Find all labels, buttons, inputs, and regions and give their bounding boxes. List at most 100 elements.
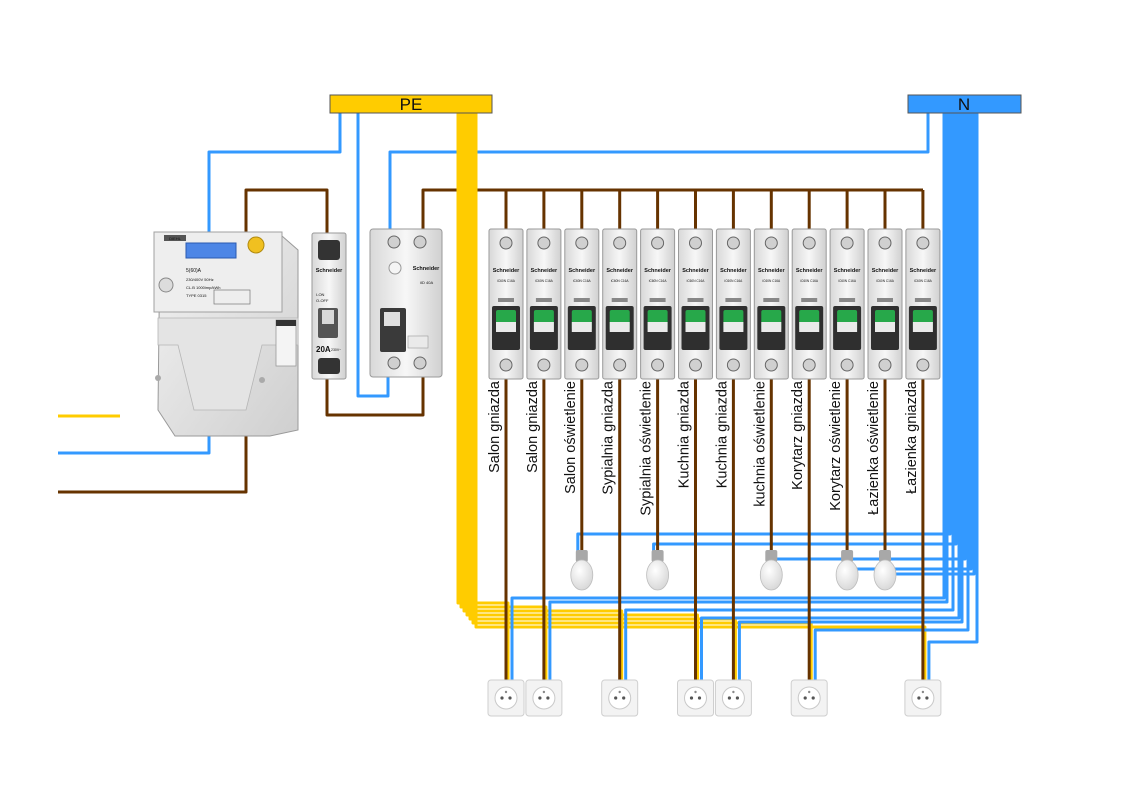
circuit-breaker-brand: Schneider: [834, 268, 861, 274]
circuit-label: Kuchnia gniazda: [714, 380, 730, 488]
pe-wire: [471, 113, 813, 682]
meter-rating: 5(60)A: [186, 268, 202, 274]
meter-display: [185, 242, 237, 259]
socket-hole: [803, 696, 807, 700]
screw-icon: [916, 358, 930, 372]
supply-neutral-wire: [58, 436, 211, 455]
neutral-wire: [548, 113, 949, 682]
socket-icon: [714, 679, 752, 717]
circuit-label: Salon gniazda: [525, 380, 541, 473]
screw-icon: [613, 358, 627, 372]
circuit-breaker-body: [791, 228, 827, 380]
screw-icon: [878, 358, 892, 372]
meter-to-main-breaker-wire: [244, 188, 329, 236]
screw-icon: [689, 236, 702, 250]
rcd-test-button[interactable]: [388, 261, 402, 275]
screw-icon: [840, 358, 854, 372]
circuit-label: Sypialnia gniazda: [601, 380, 617, 495]
toggle-face: [647, 322, 668, 332]
socket-earth-pin: [618, 690, 621, 694]
circuit-label: Salon oświetlenie: [563, 381, 579, 494]
socket-face: [911, 686, 935, 710]
socket-face: [684, 686, 707, 710]
socket-hole: [508, 696, 512, 700]
socket-hole: [925, 696, 929, 700]
screw-icon: [613, 236, 627, 250]
neutral-wire: [927, 113, 979, 682]
circuit-label: Łazienka oświetlenie: [866, 381, 882, 515]
main-breaker-to-rcd-wire: [325, 377, 425, 417]
bulb-base: [765, 550, 778, 562]
bulb-glass: [835, 559, 859, 591]
light-bulb-icon: [570, 550, 594, 591]
circuit-breaker-spec: iC60N C16A: [838, 279, 857, 283]
screw-icon: [499, 236, 513, 250]
main-breaker-mark-on: I-ON: [316, 292, 325, 297]
screw-icon: [764, 236, 778, 250]
pe-bus-bar: PE: [329, 94, 493, 114]
circuit-breaker-spec: iC60N C16A: [876, 279, 895, 283]
socket-earth-pin: [542, 690, 546, 694]
circuit-breaker-brand: Schneider: [910, 268, 937, 274]
circuit-breaker-body: [640, 228, 676, 380]
socket-earth-pin: [504, 690, 508, 694]
meter-terminal-cover: [157, 317, 299, 411]
socket-earth-pin: [808, 690, 811, 694]
screw-icon: [689, 358, 702, 372]
socket-earth-pin: [732, 690, 735, 694]
rcd-neutral-out-wire: [388, 113, 930, 229]
circuit-breaker-spec: iC60N C16A: [762, 279, 781, 283]
bulb-base: [651, 550, 664, 562]
circuit-breaker-spec: iC60N C16A: [914, 279, 933, 283]
indicator-window: [611, 298, 628, 302]
socket-icon: [677, 679, 714, 717]
meter-button-icon: [158, 277, 174, 293]
indicator-window: [801, 298, 818, 302]
screw-icon: [764, 358, 778, 372]
indicator-window: [914, 298, 931, 302]
circuit-label: Korytarz oświetlenie: [828, 381, 844, 511]
screw-icon: [537, 236, 551, 250]
socket-hole: [546, 696, 550, 700]
supply-phase-wire: [58, 436, 248, 494]
screw-icon: [840, 236, 854, 250]
circuit-breaker-spec: iC60N C16A: [725, 279, 744, 283]
toggle-face: [761, 322, 782, 332]
bulb-glass: [570, 559, 594, 591]
indicator-window: [763, 298, 780, 302]
neutral-wire: [576, 113, 952, 552]
circuit-breaker-brand: Schneider: [758, 268, 785, 274]
circuit-breaker-spec: iC60N C16A: [611, 279, 630, 283]
toggle-face: [533, 322, 554, 332]
screw-icon: [916, 236, 930, 250]
light-bulb-icon: [835, 550, 859, 591]
circuit-label: Kuchnia gniazda: [677, 380, 693, 488]
screw-icon: [726, 236, 740, 250]
socket-icon: [487, 679, 525, 717]
socket-hole: [500, 696, 504, 700]
circuit-breaker-body: [488, 228, 524, 380]
rcd-brand: Schneider: [413, 266, 440, 272]
screw-icon: [575, 358, 589, 372]
pe-wire: [468, 113, 737, 682]
meter-badge: [164, 235, 186, 241]
screw-icon: [802, 358, 816, 372]
main-breaker-brand: Schneider: [316, 268, 343, 274]
circuit-label: Korytarz gniazda: [790, 380, 806, 490]
socket-icon: [601, 679, 639, 717]
wires: [58, 113, 979, 682]
main-breaker-rating: 20A: [316, 345, 331, 354]
meter-seal-icon: [247, 236, 265, 254]
indicator-window: [573, 298, 590, 302]
lamps: [570, 550, 897, 591]
socket-earth-pin: [921, 690, 925, 694]
circuit-breaker: Schneider iC60N C16A: [905, 228, 941, 380]
